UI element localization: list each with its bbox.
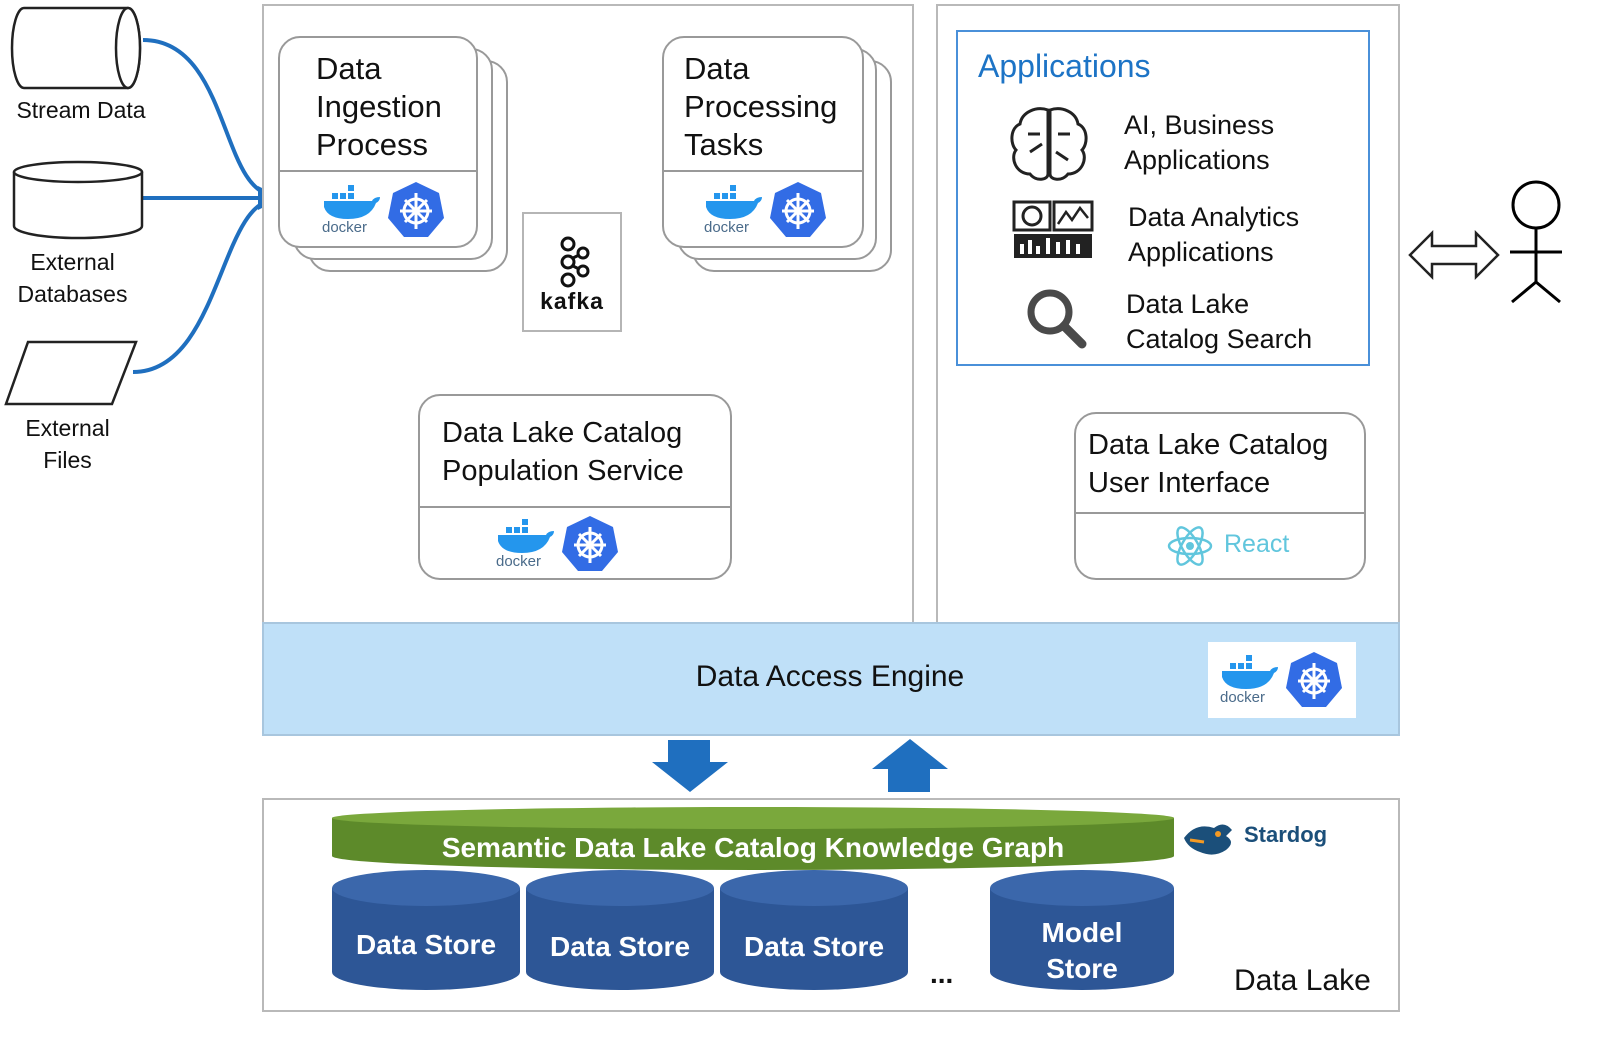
- external-files-label-2: Files: [43, 447, 92, 473]
- external-files-parallelogram-icon: [4, 340, 138, 406]
- data-store-2: Data Store: [549, 931, 691, 962]
- down-block-arrow: [652, 740, 728, 792]
- kubernetes-icon: [770, 182, 826, 237]
- catalog-ui-title-1: Data Lake Catalog: [1088, 429, 1329, 461]
- ingestion-title-1: Data: [316, 51, 382, 86]
- kubernetes-icon: [388, 182, 444, 237]
- knowledge-graph-label: Semantic Data Lake Catalog Knowledge Gra…: [441, 832, 1065, 863]
- docker-icon: docker: [1216, 653, 1280, 707]
- app-ai-line2: Applications: [1124, 145, 1270, 175]
- react-label: React: [1224, 530, 1290, 558]
- kubernetes-icon: [1286, 652, 1342, 707]
- applications-box: [956, 30, 1370, 366]
- processing-title-2: Processing: [684, 89, 838, 124]
- app-analytics-line2: Applications: [1128, 237, 1274, 267]
- external-databases-label-1: External: [30, 249, 115, 275]
- app-ai-line1: AI, Business: [1124, 110, 1275, 140]
- data-store-1: Data Store: [355, 929, 497, 960]
- brain-icon: [1010, 107, 1088, 181]
- catalog-ui-card: [1074, 412, 1366, 580]
- population-docker-kubernetes-logos: docker: [492, 514, 620, 574]
- population-title-1: Data Lake Catalog: [442, 417, 683, 449]
- knowledge-graph-band: [332, 807, 1174, 870]
- engine-label: Data Access Engine: [695, 660, 965, 693]
- ingestion-title-3: Process: [316, 127, 428, 162]
- stardog-icon: [1184, 824, 1232, 855]
- population-title-2: Population Service: [442, 455, 684, 487]
- react-icon: [1167, 526, 1213, 566]
- stream-connector: [142, 38, 276, 197]
- user-figure: [1510, 180, 1562, 304]
- search-icon: [1027, 289, 1087, 349]
- up-block-arrow: [872, 739, 948, 792]
- kafka-box: kafka: [522, 212, 622, 332]
- applications-title: Applications: [978, 48, 1151, 84]
- app-search-line2: Catalog Search: [1126, 324, 1313, 354]
- kubernetes-icon: [562, 516, 618, 571]
- data-store-3: Data Store: [743, 931, 885, 962]
- docker-icon: docker: [492, 517, 556, 571]
- ingestion-title-2: Ingestion: [316, 89, 442, 124]
- stores-ellipsis: ...: [930, 958, 954, 989]
- data-processing-card: [662, 36, 864, 248]
- files-connector: [132, 198, 276, 374]
- external-databases-cylinder-icon: [12, 160, 144, 240]
- app-analytics-line1: Data Analytics: [1128, 202, 1300, 232]
- external-files-label-1: External: [25, 415, 110, 441]
- app-search-line1: Data Lake: [1126, 289, 1250, 319]
- source-curves: [132, 38, 276, 374]
- model-store-2: Store: [1046, 953, 1118, 984]
- docker-icon: docker: [700, 183, 764, 237]
- external-databases-label-2: Databases: [17, 281, 128, 307]
- processing-docker-kubernetes-logos: docker: [700, 180, 828, 240]
- catalog-ui-title-2: User Interface: [1088, 467, 1271, 499]
- data-lake-label: Data Lake: [1234, 964, 1371, 997]
- data-ingestion-card: [278, 36, 478, 248]
- ingestion-docker-kubernetes-logos: docker: [318, 180, 446, 240]
- stardog-label: Stardog: [1244, 822, 1328, 847]
- dashboard-icon: [1012, 200, 1094, 258]
- kafka-icon: [560, 236, 590, 288]
- model-store-1: Model: [1041, 917, 1123, 948]
- processing-title-1: Data: [684, 51, 750, 86]
- user-double-arrow: [1408, 229, 1500, 281]
- kafka-label: kafka: [540, 288, 604, 314]
- stream-data-cylinder-icon: [10, 6, 142, 90]
- stream-data-label: Stream Data: [16, 97, 146, 123]
- docker-icon: docker: [318, 183, 382, 237]
- engine-docker-kubernetes-logos: docker: [1208, 642, 1356, 718]
- processing-title-3: Tasks: [684, 127, 764, 162]
- data-stores-drawing: [332, 870, 1174, 990]
